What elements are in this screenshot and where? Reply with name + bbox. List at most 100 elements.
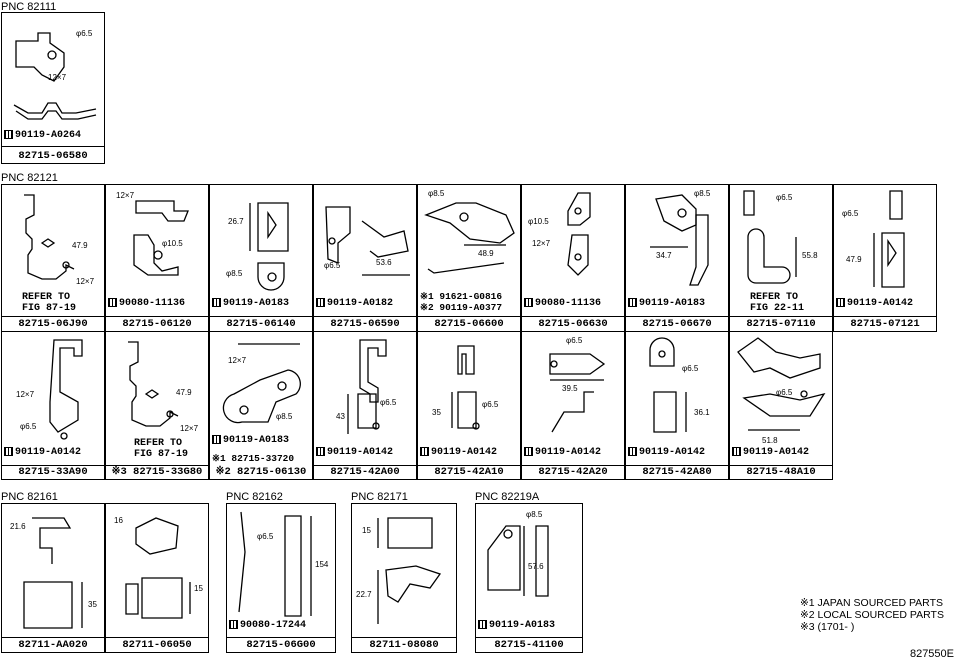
part-number[interactable]: 82715-07121 — [850, 318, 920, 330]
dim-label: φ6.5 — [566, 336, 583, 345]
dim-label: 16 — [114, 516, 123, 525]
part-number[interactable]: 82715-33A90 — [18, 466, 88, 478]
bolt-icon — [524, 298, 533, 307]
part-cell[interactable]: 16 15 82711-06050 — [105, 503, 209, 653]
bolt-label: 90080-17244 — [229, 620, 306, 631]
part-cell[interactable]: φ8.5 48.9 ※1 91621-G0816 ※2 90119-A0377 … — [417, 184, 521, 332]
bolt-icon — [836, 298, 845, 307]
bracket-drawing — [325, 206, 410, 276]
dim-label: 12×7 — [16, 390, 35, 399]
part-number[interactable]: 82715-06120 — [122, 318, 192, 330]
part-cell[interactable]: φ8.5 34.7 90119-A0183 82715-06670 — [625, 184, 729, 332]
part-number[interactable]: 82711-08080 — [369, 639, 439, 651]
bolt-label: 90119-A0183 — [212, 435, 289, 446]
part-number[interactable]: 82715-42A00 — [330, 466, 400, 478]
part-cell[interactable]: 21.6 35 82711-AA020 — [1, 503, 105, 653]
legend-item: ※3 (1701- ) — [800, 621, 855, 633]
part-number[interactable]: ※2 82715-06130 — [215, 466, 307, 478]
bracket-drawing — [737, 337, 826, 431]
dim-label: 12×7 — [76, 277, 95, 286]
dim-label: φ6.5 — [776, 388, 793, 397]
part-cell[interactable]: 12×7 φ6.5 90119-A0142 82715-33A90 — [1, 331, 105, 480]
part-cell[interactable]: 12×7 φ8.5 90119-A0183 ※1 82715-33720 ※2 … — [209, 331, 313, 480]
part-number[interactable]: 82715-06600 — [434, 318, 504, 330]
dim-label: 34.7 — [656, 251, 672, 260]
part-cell[interactable]: 43 φ6.5 90119-A0142 82715-42A00 — [313, 331, 417, 480]
bolt-icon — [108, 298, 117, 307]
dim-label: 47.9 — [846, 255, 862, 264]
part-cell[interactable]: φ10.5 12×7 90080-11136 82715-06630 — [521, 184, 625, 332]
bracket-drawing — [451, 345, 480, 430]
dim-label: φ6.5 — [20, 422, 37, 431]
clip-drawing — [125, 517, 191, 619]
part-cell[interactable]: 47.9 12×7 REFER TO FIG 87-19 ※3 82715-33… — [105, 331, 209, 480]
part-number[interactable]: 82715-42A10 — [434, 466, 504, 478]
part-number[interactable]: 82715-06G00 — [246, 639, 316, 651]
part-cell[interactable]: 47.9 12×7 REFER TO FIG 87-19 82715-06J90 — [1, 184, 105, 332]
alt-part-note: ※1 82715-33720 — [212, 453, 295, 464]
legend: ※1 JAPAN SOURCED PARTS ※2 LOCAL SOURCED … — [800, 597, 944, 633]
part-number[interactable]: ※3 82715-33G80 — [111, 466, 203, 478]
bolt-icon — [732, 447, 741, 456]
bolt-label: 90119-A0142 — [4, 447, 81, 458]
dim-label: φ6.5 — [76, 29, 93, 38]
part-number[interactable]: 82715-07110 — [746, 318, 816, 330]
part-cell[interactable]: φ6.5 154 90080-17244 82715-06G00 — [226, 503, 336, 653]
bracket-drawing — [13, 32, 97, 120]
part-number[interactable]: 82711-AA020 — [18, 639, 88, 651]
part-cell[interactable]: φ6.5 55.8 REFER TO FIG 22-11 82715-07110 — [729, 184, 833, 332]
bolt-label: 90119-A0183 — [628, 298, 705, 309]
bracket-drawing — [650, 194, 709, 286]
part-number[interactable]: 82715-06J90 — [18, 318, 88, 330]
bolt-label: 90080-11136 — [108, 298, 185, 309]
alt-part-note: ※1 91621-G0816 — [420, 291, 503, 302]
part-number[interactable]: 82715-06590 — [330, 318, 400, 330]
pnc-label: PNC 82171 — [351, 491, 408, 503]
bolt-icon — [524, 447, 533, 456]
bolt-icon — [316, 447, 325, 456]
part-cell[interactable]: 26.7 φ8.5 90119-A0183 82715-06140 — [209, 184, 313, 332]
part-cell[interactable]: 35 φ6.5 90119-A0142 82715-42A10 — [417, 331, 521, 480]
part-number[interactable]: 82715-06140 — [226, 318, 296, 330]
part-cell[interactable]: φ6.5 39.5 90119-A0142 82715-42A20 — [521, 331, 625, 480]
part-number[interactable]: 82715-42A80 — [642, 466, 712, 478]
part-number[interactable]: 82715-41100 — [494, 639, 564, 651]
part-cell[interactable]: φ6.5 36.1 90119-A0142 82715-42A80 — [625, 331, 729, 480]
part-number[interactable]: 82715-06670 — [642, 318, 712, 330]
dim-label: 39.5 — [562, 384, 578, 393]
dim-label: φ6.5 — [682, 364, 699, 373]
part-number[interactable]: 82715-06630 — [538, 318, 608, 330]
dim-label: φ10.5 — [528, 217, 549, 226]
dim-label: 55.8 — [802, 251, 818, 260]
part-cell[interactable]: φ8.5 57.6 90119-A0183 82715-41100 — [475, 503, 583, 653]
dim-label: φ6.5 — [842, 209, 859, 218]
part-number[interactable]: 82715-42A20 — [538, 466, 608, 478]
bolt-icon — [420, 447, 429, 456]
bolt-label: 90119-A0182 — [316, 298, 393, 309]
part-cell[interactable]: 12×7 φ10.5 90080-11136 82715-06120 — [105, 184, 209, 332]
part-number[interactable]: 82715-06580 — [18, 150, 88, 162]
part-cell[interactable]: φ6.5 12×7 90119-A0264 82715-06580 — [1, 12, 105, 164]
bracket-drawing — [133, 200, 189, 276]
pnc-label: PNC 82121 — [1, 172, 58, 184]
part-cell[interactable]: φ6.5 53.6 90119-A0182 82715-06590 — [313, 184, 417, 332]
dim-label: 53.6 — [376, 258, 392, 267]
dim-label: φ6.5 — [257, 532, 274, 541]
bracket-drawing — [743, 190, 797, 284]
refer-note: REFER TO FIG 22-11 — [750, 292, 805, 314]
figure-code: 827550E — [909, 648, 954, 660]
bolt-icon — [478, 620, 487, 629]
bolt-label: 90119-A0142 — [420, 447, 497, 458]
dim-label: φ10.5 — [162, 239, 183, 248]
part-cell[interactable]: φ6.5 47.9 90119-A0142 82715-07121 — [833, 184, 937, 332]
dim-label: 12×7 — [116, 191, 135, 200]
bracket-drawing — [249, 202, 289, 291]
clip-drawing — [23, 517, 83, 629]
bracket-drawing — [567, 192, 591, 276]
part-cell[interactable]: φ6.5 51.8 90119-A0142 82715-48A10 — [729, 331, 833, 480]
dim-label: 154 — [315, 560, 329, 569]
part-number[interactable]: 82711-06050 — [122, 639, 192, 651]
part-number[interactable]: 82715-48A10 — [746, 466, 816, 478]
part-cell[interactable]: 15 22.7 82711-08080 — [351, 503, 457, 653]
refer-note: REFER TO FIG 87-19 — [22, 292, 77, 314]
